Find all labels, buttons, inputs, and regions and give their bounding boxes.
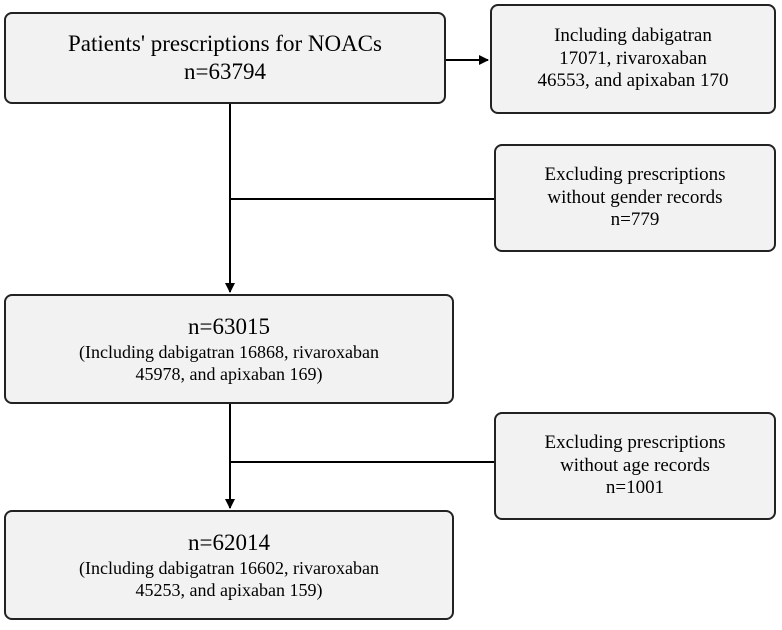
exclude-age-line-2: without age records xyxy=(560,454,710,476)
including-line-3: 46553, and apixaban 170 xyxy=(537,70,729,92)
exclude-gender-line-1: Excluding prescriptions xyxy=(544,164,726,186)
exclude-age-line-1: Excluding prescriptions xyxy=(544,432,726,454)
n62014-count: n=62014 xyxy=(188,529,270,555)
box-n62014: n=62014 (Including dabigatran 16602, riv… xyxy=(4,510,454,620)
n63015-line-1: (Including dabigatran 16868, rivaroxaban xyxy=(79,342,379,363)
including-line-1: Including dabigatran xyxy=(554,25,712,47)
main-count: n=63794 xyxy=(184,59,266,84)
box-exclude-gender: Excluding prescriptions without gender r… xyxy=(494,144,776,252)
including-line-2: 17071, rivaroxaban xyxy=(559,47,707,69)
n62014-line-1: (Including dabigatran 16602, rivaroxaban xyxy=(79,558,379,579)
box-exclude-age: Excluding prescriptions without age reco… xyxy=(494,412,776,520)
n63015-count: n=63015 xyxy=(188,313,270,339)
n62014-line-2: 45253, and apixaban 159) xyxy=(135,579,323,600)
exclude-age-count: n=1001 xyxy=(605,477,665,499)
exclude-gender-line-2: without gender records xyxy=(547,186,723,208)
box-including-breakdown: Including dabigatran 17071, rivaroxaban … xyxy=(490,4,776,114)
n63015-line-2: 45978, and apixaban 169) xyxy=(135,363,323,384)
main-title: Patients' prescriptions for NOACs xyxy=(68,31,382,57)
box-n63015: n=63015 (Including dabigatran 16868, riv… xyxy=(4,294,454,404)
exclude-gender-count: n=779 xyxy=(610,209,660,231)
box-patients-prescriptions: Patients' prescriptions for NOACs n=6379… xyxy=(4,12,446,104)
